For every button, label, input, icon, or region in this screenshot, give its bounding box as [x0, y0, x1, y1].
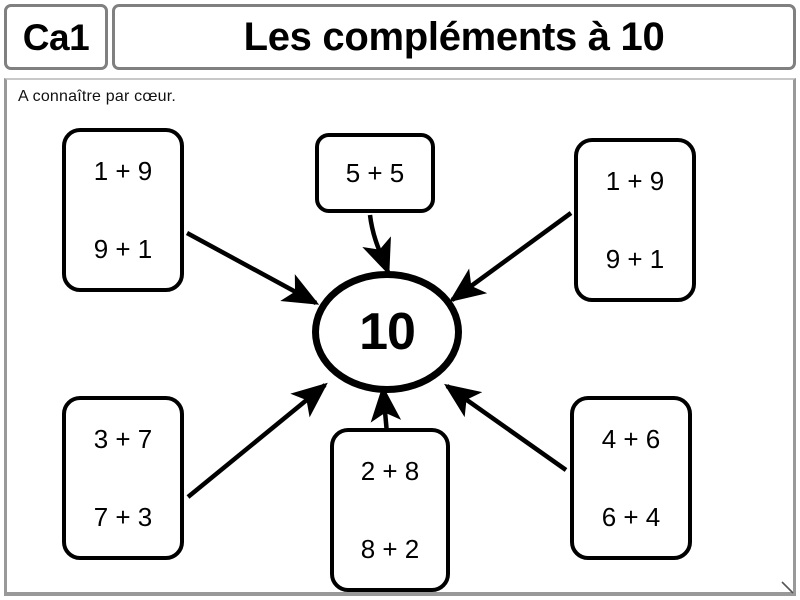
fact-box-bottom-left: 3 + 7 7 + 3 [62, 396, 184, 560]
subtitle-text: A connaître par cœur. [18, 88, 177, 105]
fact-line: 6 + 4 [601, 502, 661, 532]
fact-line: 2 + 8 [360, 456, 420, 486]
lesson-code-box: Ca1 [4, 4, 108, 70]
page-title-box: Les compléments à 10 [112, 4, 796, 70]
page-header: Ca1 Les compléments à 10 [0, 0, 800, 74]
center-number-value: 10 [359, 303, 416, 361]
fact-box-top-center: 5 + 5 [315, 133, 435, 213]
fact-line: 1 + 9 [93, 156, 153, 186]
fact-line: 3 + 7 [93, 424, 153, 454]
fact-box-bottom-center: 2 + 8 8 + 2 [330, 428, 450, 592]
fact-box-top-right: 1 + 9 9 + 1 [574, 138, 696, 302]
fact-line: 9 + 1 [605, 244, 665, 274]
fact-box-top-left: 1 + 9 9 + 1 [62, 128, 184, 292]
fact-line: 5 + 5 [345, 158, 405, 188]
fact-line: 8 + 2 [360, 534, 420, 564]
fact-line: 4 + 6 [601, 424, 661, 454]
page-corner-mark [781, 581, 794, 594]
fact-line: 7 + 3 [93, 502, 153, 532]
fact-box-bottom-right: 4 + 6 6 + 4 [570, 396, 692, 560]
page-title: Les compléments à 10 [243, 15, 665, 59]
fact-line: 1 + 9 [605, 166, 665, 196]
center-number-circle: 10 [312, 271, 462, 393]
fact-line: 9 + 1 [93, 234, 153, 264]
lesson-code-text: Ca1 [22, 16, 90, 58]
